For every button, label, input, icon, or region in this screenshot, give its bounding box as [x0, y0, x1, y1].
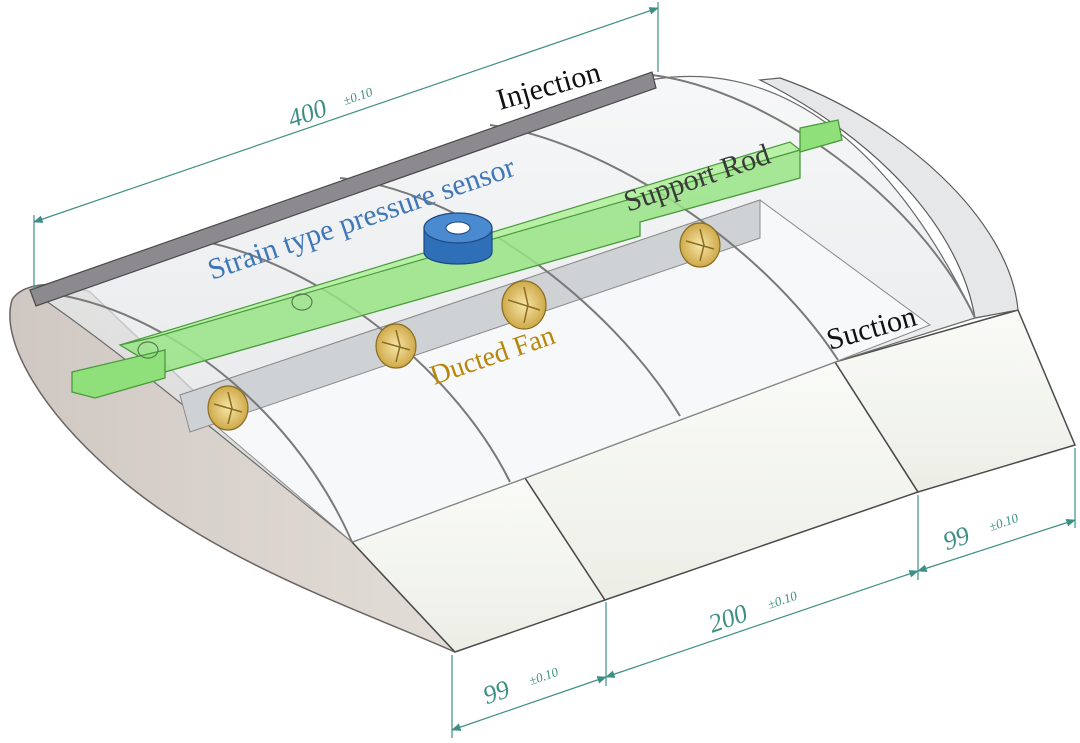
right-edge [757, 77, 1019, 319]
fan-3 [501, 280, 547, 330]
dim-span-value: 400 [284, 93, 330, 133]
pressure-sensor [423, 212, 493, 265]
dim-bottom-mid-tol: ±0.10 [766, 588, 800, 612]
cavity-back-wall [179, 199, 761, 433]
rib-1 [34, 291, 353, 543]
fan-1 [207, 385, 249, 431]
rod-hole-2 [291, 293, 313, 311]
dim-bottom-mid-value: 200 [705, 598, 751, 638]
dim-bottom-left-value: 99 [479, 674, 513, 710]
dim-bottom-left-tol: ±0.10 [527, 664, 561, 688]
rod-hole-1 [137, 341, 159, 359]
rib-2 [179, 237, 511, 483]
ducted-fans [207, 222, 721, 431]
support-rod-left-end [71, 349, 166, 399]
trailing-surface-right [833, 309, 1077, 493]
dimension-lines [33, 2, 1076, 738]
fan-2 [375, 323, 417, 369]
support-rod-right-end [799, 119, 843, 153]
dim-right-tol: ±0.10 [987, 510, 1021, 534]
fan-4 [679, 222, 721, 268]
rib-5 [651, 74, 976, 319]
dim-span-tol: ±0.10 [341, 84, 375, 108]
dim-right-value: 99 [939, 520, 973, 556]
